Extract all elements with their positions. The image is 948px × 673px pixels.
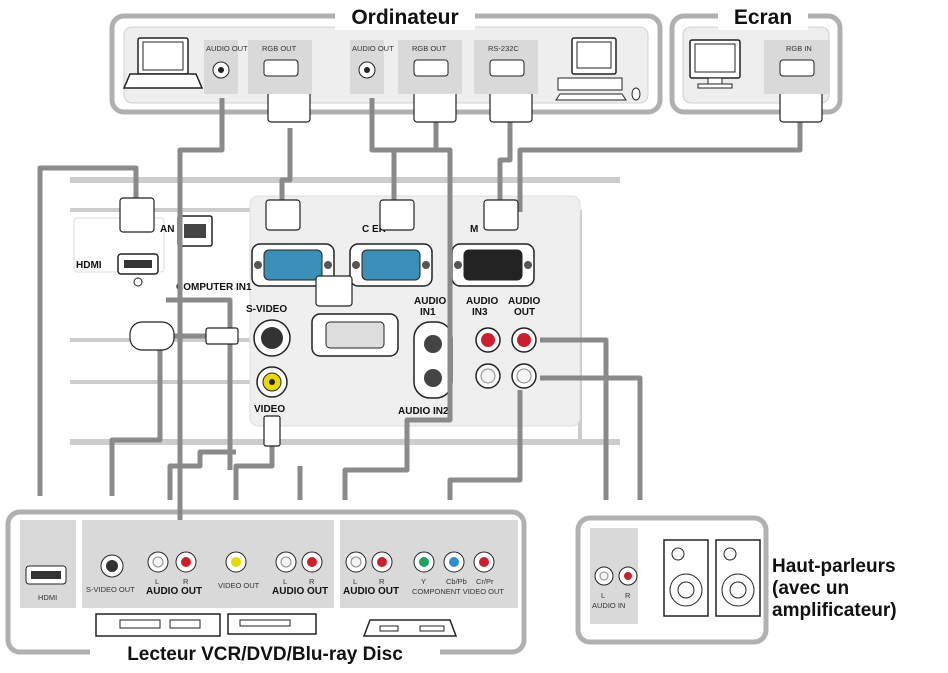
svg-text:OUT: OUT (514, 307, 535, 318)
computer-group-label: Ordinateur (351, 6, 458, 29)
svg-text:Cr/Pr: Cr/Pr (476, 577, 494, 586)
projector-monitor-out-port: M (451, 224, 535, 287)
computer-rgb-out-2: RGB OUT (398, 40, 462, 94)
speakers-label-line3: amplificateur) (772, 600, 897, 621)
svg-text:Y: Y (421, 577, 426, 586)
svg-text:HDMI: HDMI (76, 260, 102, 271)
svg-text:L: L (353, 577, 357, 586)
svg-text:L: L (155, 577, 159, 586)
computer-audio-out-2: AUDIO OUT (350, 40, 394, 94)
svg-text:C ER: C ER (362, 224, 387, 235)
svg-text:R: R (625, 591, 631, 600)
svg-text:VIDEO: VIDEO (254, 404, 285, 415)
svg-text:AUDIO: AUDIO (508, 296, 540, 307)
projector-lan-port: AN (160, 215, 213, 247)
player-group-label: Lecteur VCR/DVD/Blu-ray Disc (127, 644, 403, 665)
projector-s-video-port: S-VIDEO (246, 304, 291, 357)
blu-ray-player-icon (362, 619, 458, 637)
svg-text:S-VIDEO: S-VIDEO (246, 304, 287, 315)
svg-text:M: M (470, 224, 478, 235)
svg-text:VIDEO OUT: VIDEO OUT (218, 581, 260, 590)
desktop-computer-icon (555, 37, 641, 101)
laptop-icon (122, 37, 204, 89)
player-component-video-out: Y Cb/Pb Cr/Pr COMPONENT VIDEO OUT (412, 551, 504, 596)
screen-rgb-in: RGB IN (764, 40, 830, 94)
computer-rgb-out-1: RGB OUT (248, 40, 312, 94)
cable-plugs (119, 85, 823, 447)
computer-audio-out-1: AUDIO OUT (204, 40, 248, 94)
computer-rs232c: RS-232C (474, 40, 538, 94)
svg-text:R: R (183, 577, 189, 586)
projector-audio-in1-port: AUDIO IN1 (413, 296, 453, 399)
svg-text:RGB IN: RGB IN (786, 44, 812, 53)
svg-text:RGB OUT: RGB OUT (262, 44, 297, 53)
svg-text:AUDIO IN: AUDIO IN (592, 601, 625, 610)
svg-text:Cb/Pb: Cb/Pb (446, 577, 467, 586)
svg-text:AUDIO: AUDIO (414, 296, 446, 307)
speaker-audio-in: L R AUDIO IN (590, 528, 638, 624)
dvd-player-icon (227, 613, 317, 635)
svg-text:AUDIO OUT: AUDIO OUT (146, 586, 202, 597)
screen-group-label: Ecran (734, 6, 792, 29)
svg-text:AUDIO OUT: AUDIO OUT (352, 44, 394, 53)
projector-audio-out-port: AUDIO OUT (508, 296, 540, 389)
vcr-icon (95, 613, 221, 637)
svg-text:AUDIO OUT: AUDIO OUT (272, 586, 328, 597)
svg-text:R: R (379, 577, 385, 586)
player-hdmi-out: HDMI (20, 520, 76, 608)
svg-text:COMPUTER IN1: COMPUTER IN1 (176, 282, 252, 293)
cables (37, 98, 803, 560)
svg-text:RS-232C: RS-232C (488, 44, 519, 53)
svg-text:HDMI: HDMI (38, 593, 57, 602)
svg-text:L: L (601, 591, 605, 600)
svg-text:IN1: IN1 (420, 307, 436, 318)
svg-text:IN3: IN3 (472, 307, 488, 318)
projector-audio-in3-port: AUDIO IN3 (466, 296, 501, 389)
projector-computer-in2-port: C ER (349, 224, 433, 287)
speaker-frame (575, 515, 769, 645)
svg-text:COMPONENT VIDEO OUT: COMPONENT VIDEO OUT (412, 587, 504, 596)
projector-control-port: C L (311, 294, 399, 357)
projector-video-port: VIDEO (254, 366, 288, 415)
svg-text:AUDIO: AUDIO (466, 296, 498, 307)
projector-hdmi-port: HDMI (76, 253, 159, 287)
svg-text:RGB OUT: RGB OUT (412, 44, 447, 53)
svg-text:AUDIO OUT: AUDIO OUT (343, 586, 399, 597)
svg-text:AUDIO OUT: AUDIO OUT (206, 44, 248, 53)
svg-text:R: R (309, 577, 315, 586)
player-audio-out-2: L R AUDIO OUT (272, 551, 328, 597)
monitor-icon (689, 39, 741, 89)
player-audio-out-1: L R AUDIO OUT (146, 551, 202, 597)
speakers-label-line1: Haut-parleurs (772, 556, 896, 577)
speakers-label-line2: (avec un (772, 578, 849, 599)
svg-text:L: L (283, 577, 287, 586)
svg-text:AN: AN (160, 224, 174, 235)
projector-audio-in2-label: AUDIO IN2 (398, 406, 449, 417)
projector-computer-in1-port: COMPUTER IN1 (176, 243, 335, 293)
speaker-right-icon (715, 539, 761, 617)
speaker-left-icon (663, 539, 709, 617)
svg-text:S-VIDEO OUT: S-VIDEO OUT (86, 585, 135, 594)
